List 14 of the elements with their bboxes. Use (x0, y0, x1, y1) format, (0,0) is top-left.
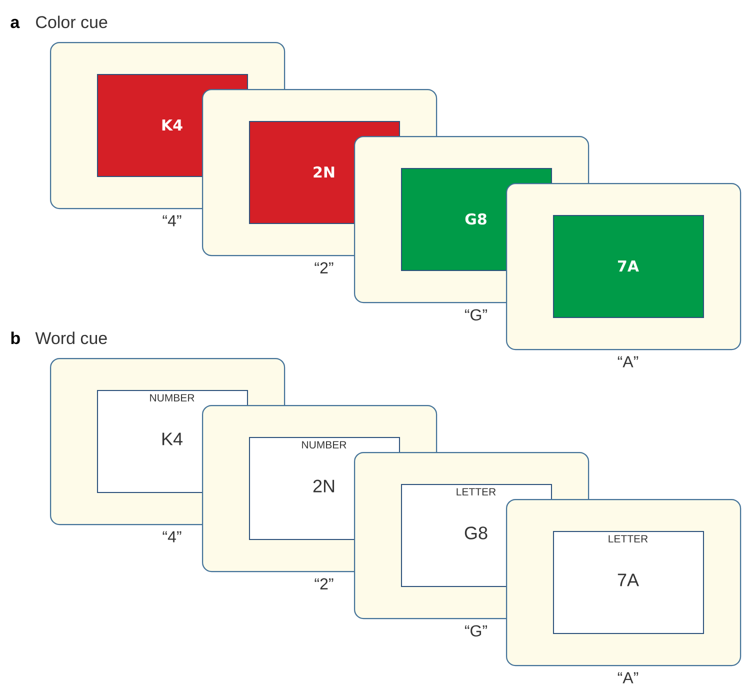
panel-title: Color cue (36, 16, 108, 28)
panel-letter: a (10, 18, 20, 28)
response-label: “A” (618, 672, 638, 684)
response-label: “G” (465, 625, 487, 637)
stimulus-screen: LETTER 7A (553, 531, 704, 634)
stimulus-screen: 7A (553, 215, 704, 318)
response-label: “G” (465, 309, 487, 321)
response-label: “4” (162, 531, 182, 542)
response-label: “A” (618, 356, 638, 368)
response-label: “4” (162, 215, 182, 226)
panel-title: Word cue (35, 332, 107, 344)
panel-letter: b (11, 332, 20, 344)
response-label: “2” (314, 262, 334, 274)
response-label: “2” (314, 578, 334, 590)
